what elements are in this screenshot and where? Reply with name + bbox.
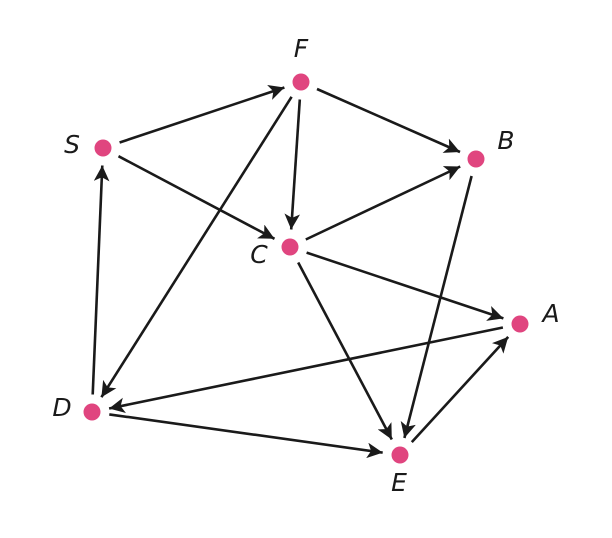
edge-c-to-a: [306, 251, 504, 321]
edge-d-to-e: [109, 413, 383, 459]
node-label-c: C: [250, 240, 268, 269]
node-label-f: F: [294, 34, 309, 63]
edge-f-to-d: [100, 96, 293, 398]
edge-e-to-a: [410, 336, 510, 443]
node-e: [391, 446, 409, 464]
node-f: [292, 73, 310, 91]
edge-b-to-e: [400, 175, 473, 439]
node-label-e: E: [391, 468, 407, 497]
node-b: [467, 150, 485, 168]
edge-d-to-s: [91, 165, 110, 395]
edge-a-to-d: [108, 326, 504, 413]
node-label-a: A: [540, 299, 559, 328]
node-s: [94, 139, 112, 157]
nodes-layer: [83, 73, 529, 464]
node-a: [511, 315, 529, 333]
edges-layer: [91, 85, 510, 459]
labels-layer: F S B C A D E: [52, 34, 559, 497]
edge-f-to-b: [316, 87, 461, 154]
edge-c-to-e: [297, 261, 393, 441]
edge-s-to-f: [119, 85, 285, 144]
edge-f-to-c: [284, 99, 302, 230]
node-label-d: D: [52, 393, 71, 422]
edge-c-to-b: [305, 165, 461, 241]
node-label-b: B: [497, 126, 514, 155]
node-label-s: S: [64, 130, 80, 159]
node-d: [83, 403, 101, 421]
node-c: [281, 238, 299, 256]
edge-s-to-c: [117, 155, 276, 240]
